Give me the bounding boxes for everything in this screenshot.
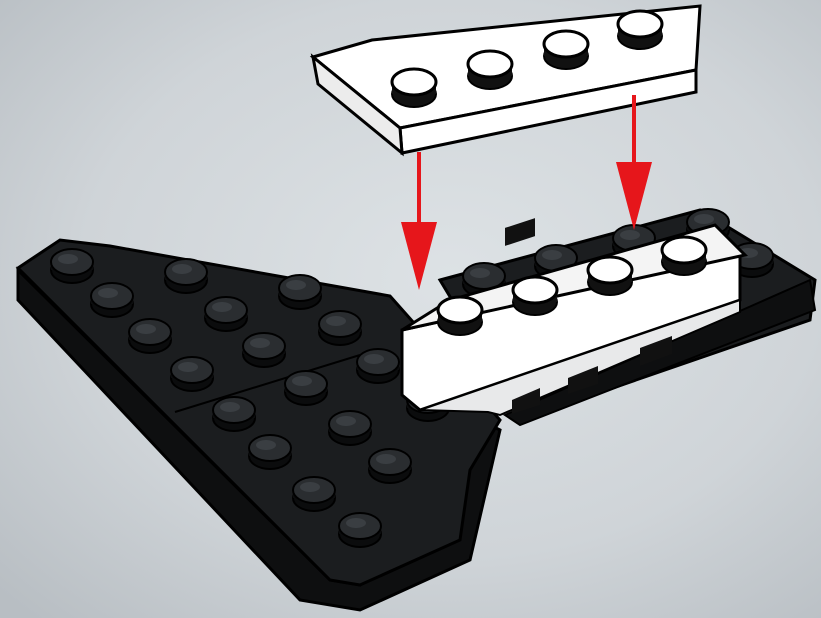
wedge-stud bbox=[129, 319, 171, 353]
white-stud bbox=[392, 69, 436, 107]
wedge-stud bbox=[357, 349, 399, 383]
wedge-stud bbox=[329, 411, 371, 445]
wedge-stud bbox=[243, 333, 285, 367]
wedge-stud bbox=[279, 275, 321, 309]
wedge-stud bbox=[339, 513, 381, 547]
white-stud bbox=[468, 51, 512, 89]
white-stud bbox=[544, 31, 588, 69]
wedge-stud bbox=[249, 435, 291, 469]
wedge-stud bbox=[369, 449, 411, 483]
white-stud bbox=[662, 237, 706, 275]
white-stud bbox=[513, 277, 557, 315]
wedge-stud bbox=[205, 297, 247, 331]
white-stud bbox=[618, 11, 662, 49]
wedge-stud bbox=[285, 371, 327, 405]
wedge-stud bbox=[213, 397, 255, 431]
wedge-stud bbox=[91, 283, 133, 317]
wedge-stud bbox=[319, 311, 361, 345]
white-stud bbox=[588, 257, 632, 295]
wedge-stud bbox=[293, 477, 335, 511]
wedge-stud bbox=[171, 357, 213, 391]
white-stud bbox=[438, 297, 482, 335]
wedge-stud bbox=[51, 249, 93, 283]
wedge-stud bbox=[165, 259, 207, 293]
